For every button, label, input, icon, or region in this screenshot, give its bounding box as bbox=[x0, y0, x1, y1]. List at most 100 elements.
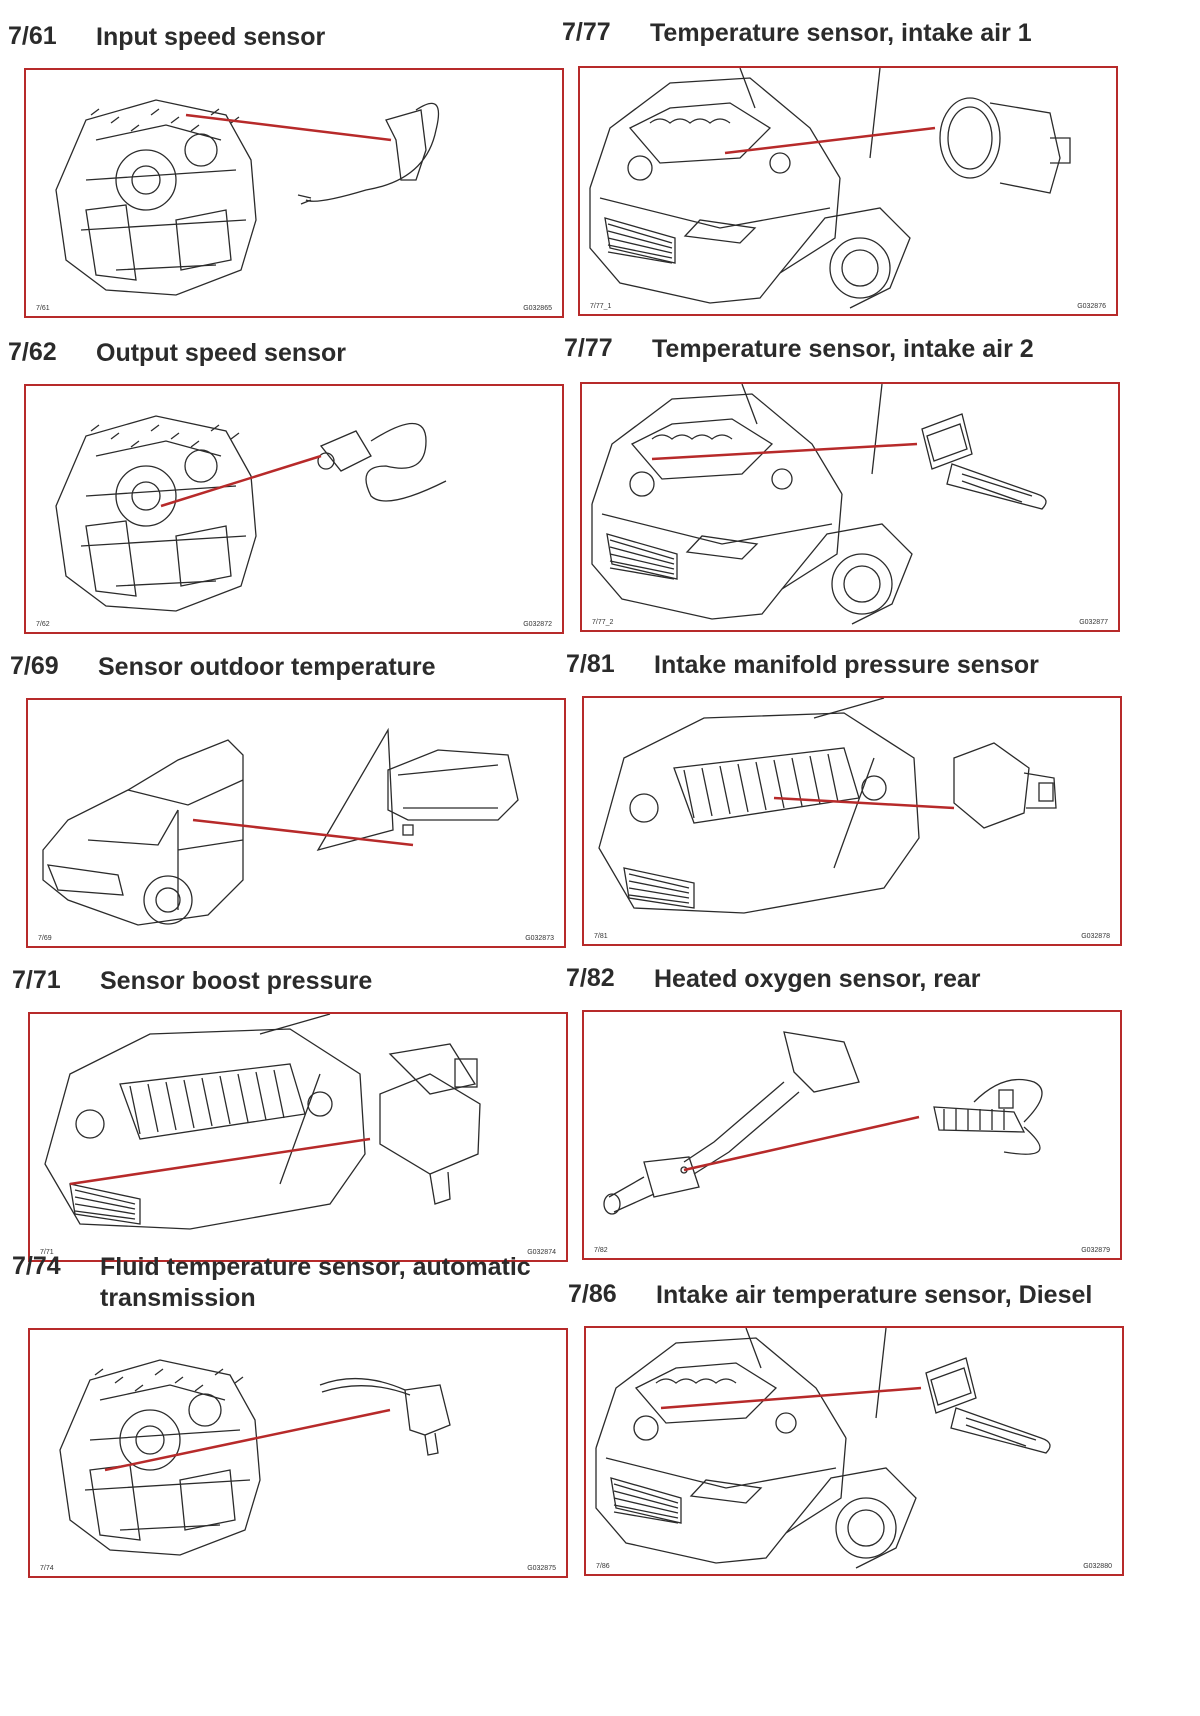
entry-code: 7/77 bbox=[564, 334, 613, 362]
speed-sensor-a-illustration bbox=[297, 102, 440, 205]
entry-title: Intake manifold pressure sensor bbox=[654, 651, 1039, 679]
oxygen-sensor-illustration bbox=[933, 1078, 1043, 1155]
sensor-entry: 7/74 Fluid temperature sensor, automatic … bbox=[12, 1252, 572, 1592]
illustration-svg bbox=[59, 1359, 451, 1556]
entry-heading: 7/77 Temperature sensor, intake air 1 bbox=[562, 18, 1122, 88]
boost-sensor-illustration bbox=[379, 1043, 481, 1205]
figure-code: G032872 bbox=[523, 621, 552, 628]
entry-heading: 7/71 Sensor boost pressure bbox=[12, 966, 572, 1036]
engine-bay-illustration bbox=[598, 698, 920, 914]
transmission-illustration bbox=[55, 415, 257, 612]
entry-code: 7/71 bbox=[12, 966, 61, 994]
illustration-frame: 7/82 G032879 bbox=[582, 1010, 1122, 1260]
fluid-sensor-illustration bbox=[319, 1377, 451, 1456]
figure-code: G032865 bbox=[523, 305, 552, 312]
mirror-illustration bbox=[316, 727, 519, 852]
illustration-svg bbox=[603, 1031, 1043, 1215]
figure-code: G032876 bbox=[1077, 303, 1106, 310]
illustration-frame: 7/71 G032874 bbox=[28, 1012, 568, 1262]
illustration-frame: 7/62 G032872 bbox=[24, 384, 564, 634]
illustration-svg bbox=[42, 727, 519, 926]
entry-heading: 7/74 Fluid temperature sensor, automatic … bbox=[12, 1252, 572, 1322]
figure-code: G032879 bbox=[1081, 1247, 1110, 1254]
entry-code: 7/69 bbox=[10, 652, 59, 680]
leader-line bbox=[185, 113, 392, 142]
entry-title: Heated oxygen sensor, rear bbox=[654, 965, 981, 993]
entry-title: Fluid temperature sensor, automatic tran… bbox=[100, 1253, 531, 1312]
figure-code: G032874 bbox=[527, 1249, 556, 1256]
entry-title: Sensor boost pressure bbox=[100, 967, 373, 995]
figure-code: G032875 bbox=[527, 1565, 556, 1572]
illustration-frame: 7/69 G032873 bbox=[26, 698, 566, 948]
figure-ref: 7/86 bbox=[596, 1563, 610, 1570]
leader-line bbox=[192, 818, 414, 847]
temp-probe-illustration bbox=[925, 1357, 1051, 1454]
leader-line bbox=[660, 1386, 922, 1410]
figure-ref: 7/69 bbox=[38, 935, 52, 942]
illustration-svg bbox=[44, 1014, 481, 1230]
entry-code: 7/86 bbox=[568, 1280, 617, 1308]
figure-code: G032873 bbox=[525, 935, 554, 942]
figure-ref: 7/77_2 bbox=[592, 619, 614, 626]
car-front-illustration bbox=[591, 384, 913, 625]
illustration-svg bbox=[55, 415, 447, 612]
car-front-illustration bbox=[595, 1328, 917, 1569]
entry-title: Intake air temperature sensor, Diesel bbox=[656, 1281, 1093, 1309]
figure-ref: 7/81 bbox=[594, 933, 608, 940]
leader-line bbox=[160, 454, 322, 508]
figure-ref: 7/74 bbox=[40, 1565, 54, 1572]
entry-title: Temperature sensor, intake air 1 bbox=[650, 19, 1032, 47]
figure-ref: 7/62 bbox=[36, 621, 50, 628]
entry-title: Sensor outdoor temperature bbox=[98, 653, 436, 681]
entry-code: 7/81 bbox=[566, 650, 615, 678]
entry-heading: 7/82 Heated oxygen sensor, rear bbox=[566, 964, 1126, 1034]
figure-code: G032878 bbox=[1081, 933, 1110, 940]
sensor-entry: 7/86 Intake air temperature sensor, Diese… bbox=[568, 1280, 1128, 1620]
exhaust-illustration bbox=[603, 1031, 860, 1215]
leader-line bbox=[773, 796, 955, 810]
leader-line bbox=[724, 126, 936, 155]
illustration-frame: 7/74 G032875 bbox=[28, 1328, 568, 1578]
illustration-frame: 7/86 G032880 bbox=[584, 1326, 1124, 1576]
entry-code: 7/74 bbox=[12, 1252, 61, 1280]
illustration-frame: 7/77_2 G032877 bbox=[580, 382, 1120, 632]
leader-line bbox=[104, 1408, 391, 1472]
illustration-svg bbox=[55, 99, 440, 296]
entry-code: 7/82 bbox=[566, 964, 615, 992]
car-front-illustration bbox=[589, 68, 911, 309]
illustration-frame: 7/61 G032865 bbox=[24, 68, 564, 318]
entry-heading: 7/62 Output speed sensor bbox=[8, 338, 568, 408]
leader-line bbox=[683, 1115, 920, 1172]
entry-title: Temperature sensor, intake air 2 bbox=[652, 335, 1034, 363]
illustration-svg bbox=[589, 68, 1071, 309]
entry-heading: 7/81 Intake manifold pressure sensor bbox=[566, 650, 1126, 720]
entry-title: Output speed sensor bbox=[96, 339, 347, 367]
transmission-illustration bbox=[59, 1359, 261, 1556]
leader-line bbox=[651, 442, 918, 461]
illustration-svg bbox=[598, 698, 1057, 914]
engine-bay-illustration bbox=[44, 1014, 366, 1230]
figure-ref: 7/61 bbox=[36, 305, 50, 312]
entry-code: 7/62 bbox=[8, 338, 57, 366]
figure-ref: 7/82 bbox=[594, 1247, 608, 1254]
car-side-illustration bbox=[42, 739, 244, 926]
figure-ref: 7/71 bbox=[40, 1249, 54, 1256]
sensor-entry: 7/77 Temperature sensor, intake air 2 7/77… bbox=[564, 334, 1124, 674]
figure-code: G032877 bbox=[1079, 619, 1108, 626]
entry-code: 7/61 bbox=[8, 22, 57, 50]
entry-heading: 7/86 Intake air temperature sensor, Diese… bbox=[568, 1280, 1128, 1350]
speed-sensor-b-illustration bbox=[317, 422, 447, 502]
illustration-svg bbox=[591, 384, 1047, 625]
figure-code: G032880 bbox=[1083, 1563, 1112, 1570]
illustration-frame: 7/81 G032878 bbox=[582, 696, 1122, 946]
entry-code: 7/77 bbox=[562, 18, 611, 46]
